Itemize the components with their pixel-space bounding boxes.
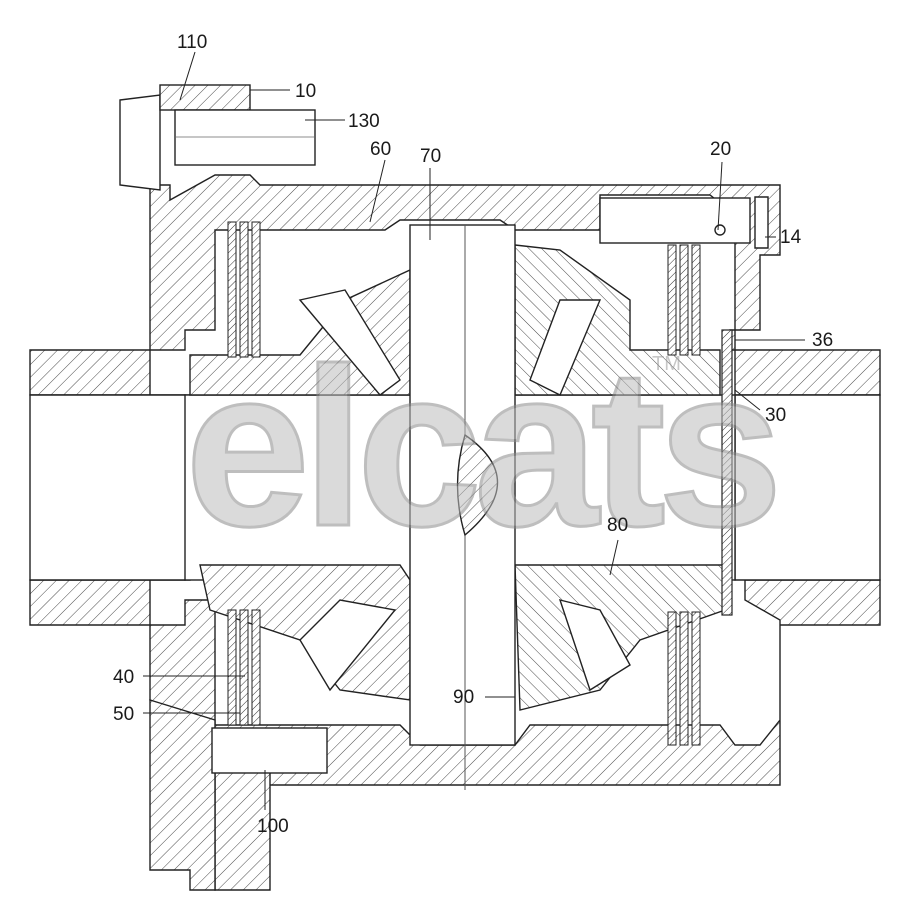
side-gear-lower xyxy=(199,564,726,711)
label-110: 110 xyxy=(177,32,207,53)
label-20: 20 xyxy=(710,139,731,160)
pinion-shaft xyxy=(409,224,516,790)
label-50: 50 xyxy=(113,704,134,725)
part-labels: 110 10 130 60 70 20 14 36 30 80 40 50 90… xyxy=(113,32,833,837)
watermark-trademark: TM xyxy=(652,353,681,375)
label-80: 80 xyxy=(607,515,628,536)
leader-lines xyxy=(143,51,805,810)
watermark-text: elcats xyxy=(185,321,775,573)
lock-pin xyxy=(599,196,769,249)
label-40: 40 xyxy=(113,667,134,688)
label-90: 90 xyxy=(453,687,474,708)
label-36: 36 xyxy=(812,330,833,351)
label-30: 30 xyxy=(765,405,786,426)
bolt-assembly xyxy=(119,84,316,191)
thrust-washer xyxy=(721,329,733,616)
watermark-logo: elcats TM xyxy=(184,320,785,575)
label-60: 60 xyxy=(370,139,391,160)
label-10: 10 xyxy=(295,81,316,102)
label-100: 100 xyxy=(257,816,289,837)
label-70: 70 xyxy=(420,146,441,167)
label-130: 130 xyxy=(348,111,380,132)
label-14: 14 xyxy=(780,227,802,248)
clutch-pack-left-upper xyxy=(227,221,261,358)
clutch-pack-left-lower xyxy=(227,609,261,726)
clutch-pack-right-lower xyxy=(667,611,701,746)
retaining-pin-100 xyxy=(211,727,328,774)
clutch-pack-right-upper xyxy=(667,244,701,356)
